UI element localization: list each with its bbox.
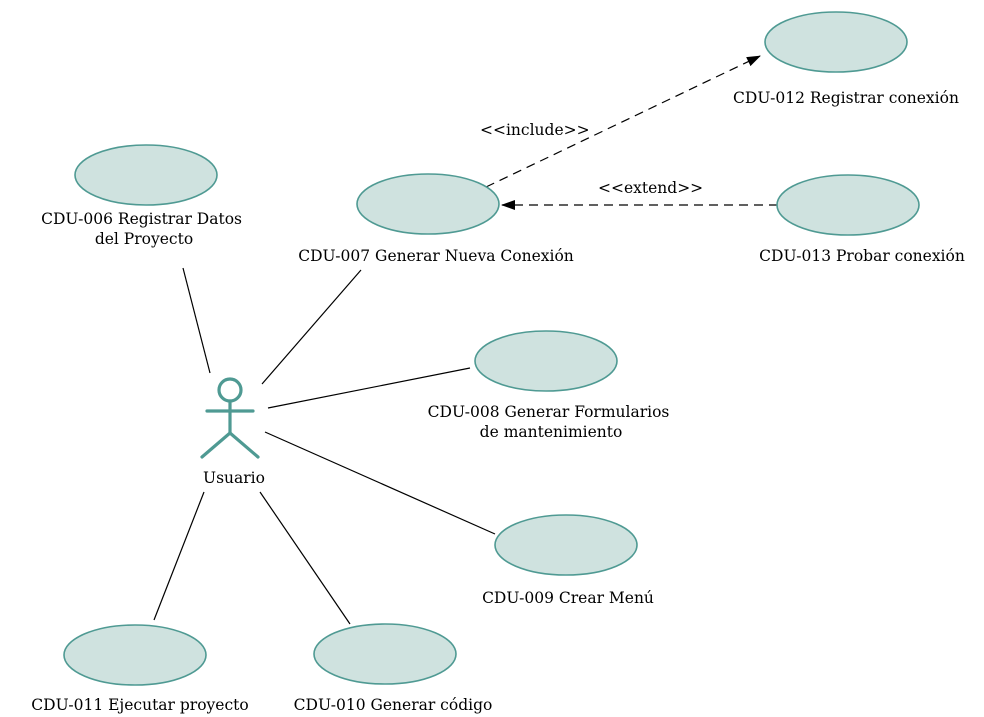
use-case-label: CDU-010 Generar código (294, 696, 493, 714)
association-cdu-008 (267, 367, 471, 409)
use-case-label: CDU-008 Generar Formularios de mantenimi… (428, 403, 675, 441)
association-cdu-010 (259, 491, 351, 625)
use-case-label-line: del Proyecto (95, 230, 193, 248)
extend-label: <<extend>> (598, 179, 703, 197)
use-case-ellipse[interactable] (356, 173, 500, 235)
dependencies: <<include>> <<extend>> (480, 55, 778, 210)
use-case-cdu-010[interactable]: CDU-010 Generar código (294, 623, 493, 714)
use-case-cdu-013[interactable]: CDU-013 Probar conexión (759, 174, 965, 265)
association-cdu-009 (264, 431, 496, 535)
use-case-label-line: CDU-006 Registrar Datos (41, 210, 242, 228)
use-case-label: CDU-013 Probar conexión (759, 247, 965, 265)
use-case-label: CDU-006 Registrar Datos del Proyecto (41, 210, 247, 248)
use-case-cdu-009[interactable]: CDU-009 Crear Menú (482, 514, 654, 607)
use-case-ellipse[interactable] (474, 330, 618, 392)
actor-usuario[interactable]: Usuario (200, 377, 265, 487)
association-cdu-011 (153, 491, 205, 621)
use-case-ellipse[interactable] (63, 624, 207, 686)
use-case-cdu-008[interactable]: CDU-008 Generar Formularios de mantenimi… (428, 330, 675, 441)
use-case-cdu-006[interactable]: CDU-006 Registrar Datos del Proyecto (41, 144, 247, 248)
use-case-ellipse[interactable] (494, 514, 638, 576)
include-connector (485, 55, 761, 188)
use-case-label: CDU-009 Crear Menú (482, 589, 654, 607)
actor-label: Usuario (203, 469, 265, 487)
use-case-ellipse[interactable] (776, 174, 920, 236)
use-case-cdu-007[interactable]: CDU-007 Generar Nueva Conexión (298, 173, 574, 265)
use-case-label: CDU-007 Generar Nueva Conexión (298, 247, 574, 265)
use-case-label: CDU-011 Ejecutar proyecto (31, 696, 248, 714)
use-case-cdu-011[interactable]: CDU-011 Ejecutar proyecto (31, 624, 249, 714)
use-case-label: CDU-012 Registrar conexión (733, 89, 959, 107)
use-case-label-line: CDU-008 Generar Formularios (428, 403, 670, 421)
stick-figure-icon (200, 377, 260, 459)
use-case-ellipse[interactable] (764, 11, 908, 73)
use-case-ellipse[interactable] (313, 623, 457, 685)
use-case-ellipse[interactable] (74, 144, 218, 206)
use-case-label-line: de mantenimiento (480, 423, 623, 441)
association-cdu-006 (182, 267, 211, 374)
association-cdu-007 (261, 269, 362, 385)
include-label: <<include>> (480, 121, 590, 139)
use-case-cdu-012[interactable]: CDU-012 Registrar conexión (733, 11, 959, 107)
associations (153, 267, 496, 625)
